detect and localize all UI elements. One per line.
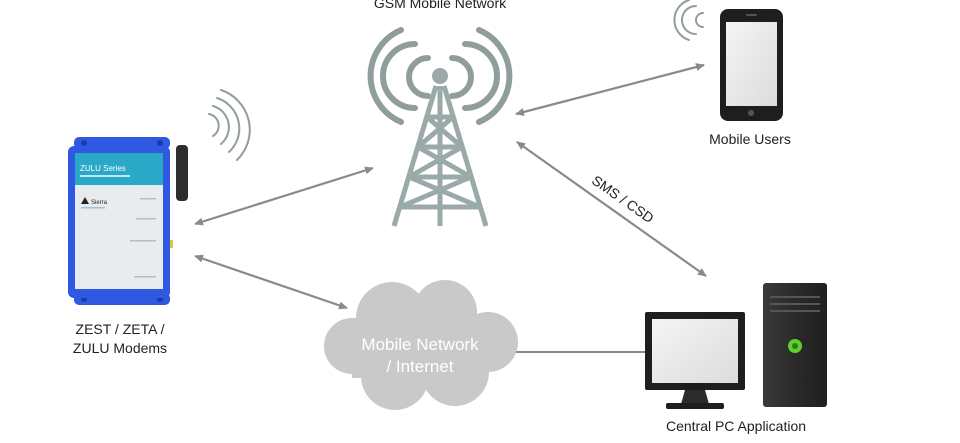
modem-brand: ZULU Series: [80, 164, 126, 173]
phone-signal-icon: [673, 0, 704, 41]
gsm-tower-icon: [367, 27, 513, 227]
arrow-tower-phone: [515, 63, 705, 116]
cloud-label-line2: / Internet: [386, 357, 454, 376]
modem-maker: Sierra: [91, 200, 108, 206]
arrow-modem-cloud: [194, 254, 348, 310]
pc-tower-icon: [763, 283, 827, 407]
network-label: GSM Mobile Network: [373, 0, 507, 11]
tower-signal-icon: [367, 27, 513, 125]
mobile-users-label: Mobile Users: [709, 131, 791, 147]
cloud-icon: [324, 280, 518, 410]
modems-label-line1: ZEST / ZETA /: [75, 321, 165, 337]
arrow-tower-pc: [516, 141, 707, 277]
mobile-phone-icon: [673, 0, 783, 121]
connection-arrows: [194, 63, 707, 353]
central-pc-label: Central PC Application: [665, 418, 807, 434]
modem-signal-icon: [208, 89, 251, 161]
modem-icon: ZULU Series Sierra: [68, 89, 251, 305]
antenna-icon: [176, 145, 188, 201]
modems-label-line2: ZULU Modems: [72, 340, 168, 356]
arrow-modem-tower: [194, 166, 374, 226]
monitor-icon: [645, 312, 745, 409]
cloud-label-line1: Mobile Network: [361, 335, 479, 354]
